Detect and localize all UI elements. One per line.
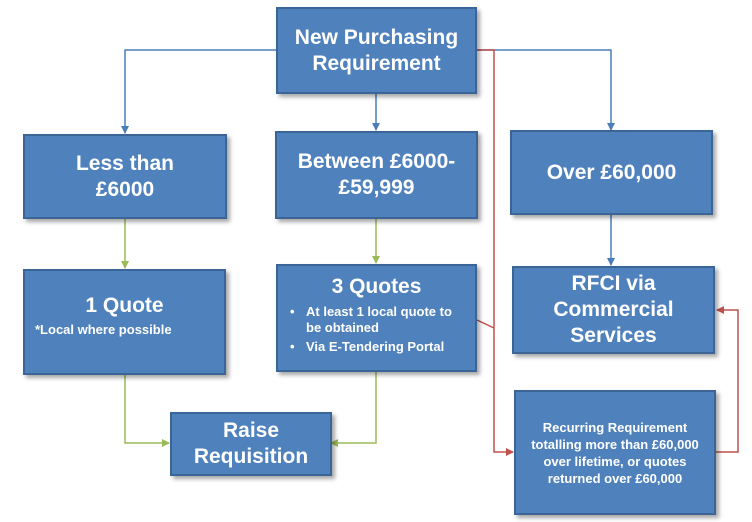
- node-one-quote-title: 1 Quote: [85, 294, 164, 317]
- node-raise-requisition-label: Raise Requisition: [193, 419, 309, 468]
- node-one-quote: 1 Quote *Local where possible: [23, 269, 226, 375]
- arrow-recurring-to-rfci: [716, 306, 739, 453]
- node-over-60000: Over £60,000: [510, 130, 713, 215]
- arrow-new-to-less-than: [121, 49, 277, 134]
- node-three-quotes: 3 Quotes At least 1 local quote to be ob…: [276, 264, 477, 372]
- arrow-three-quotes-to-recurring: [476, 319, 495, 329]
- node-three-quotes-bullets: At least 1 local quote to be obtained Vi…: [278, 304, 475, 358]
- arrow-one-quote-to-raise: [124, 375, 170, 447]
- node-between-label: Between £6000-£59,999: [297, 150, 456, 199]
- node-recurring-requirement-label: Recurring Requirement totalling more tha…: [531, 419, 699, 486]
- node-over-60000-label: Over £60,000: [546, 160, 677, 184]
- node-three-quotes-title: 3 Quotes: [331, 275, 422, 298]
- arrow-three-quotes-to-raise: [330, 372, 377, 447]
- node-less-than-6000-label: Less than £6000: [75, 151, 175, 201]
- arrow-new-to-recurring: [476, 49, 514, 456]
- node-new-purchasing-requirement: New Purchasing Requirement: [276, 7, 477, 94]
- three-quotes-bullet: Via E-Tendering Portal: [288, 339, 469, 355]
- node-less-than-6000: Less than £6000: [23, 134, 227, 219]
- node-rfci-label: RFCI via Commercial Services: [553, 272, 674, 347]
- arrow-new-to-over: [476, 49, 615, 131]
- node-new-purchasing-requirement-label: New Purchasing Requirement: [294, 25, 459, 75]
- node-recurring-requirement: Recurring Requirement totalling more tha…: [514, 390, 716, 515]
- node-one-quote-note: *Local where possible: [35, 322, 172, 337]
- node-raise-requisition: Raise Requisition: [170, 412, 332, 476]
- node-rfci: RFCI via Commercial Services: [512, 266, 715, 354]
- node-between: Between £6000-£59,999: [275, 131, 478, 219]
- three-quotes-bullet: At least 1 local quote to be obtained: [288, 304, 469, 336]
